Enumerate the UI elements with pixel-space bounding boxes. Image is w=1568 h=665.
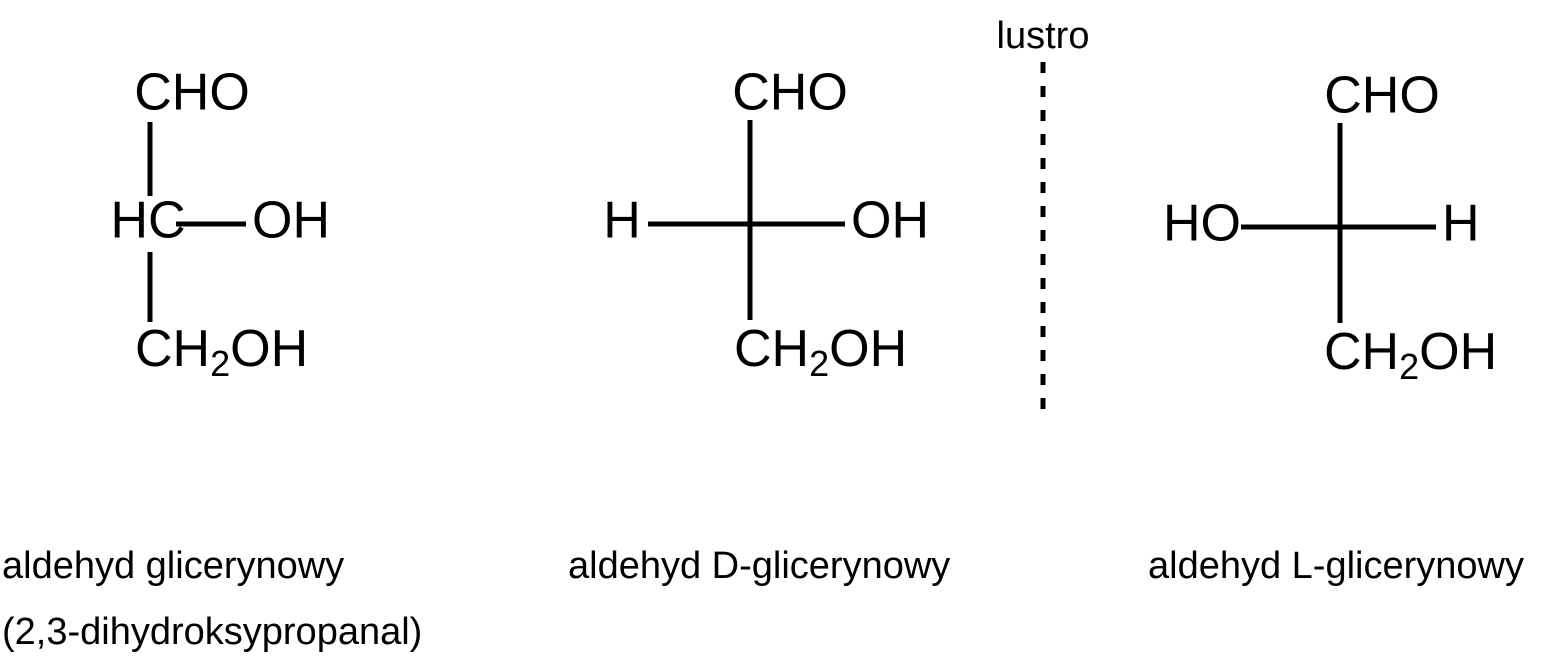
structure-glyceraldehyde-generic: CHO HC OH CH2OH — [110, 64, 330, 384]
atom-label-hc-1: HC — [110, 192, 185, 250]
structure-l-glyceraldehyde: CHO HO H CH2OH — [1163, 67, 1497, 387]
atom-label-ch2oh-3-head: CH — [1324, 323, 1399, 381]
atom-label-ch2oh-3-tail: OH — [1419, 323, 1497, 381]
mirror-label: lustro — [997, 15, 1090, 57]
atom-label-ch2oh-2-head: CH — [734, 320, 809, 378]
atom-label-h-right-3: H — [1442, 195, 1480, 253]
atom-label-ch2oh-2-subscript: 2 — [809, 343, 829, 384]
atom-label-ho-left-3: HO — [1163, 195, 1241, 253]
atom-label-ch2oh-1-subscript: 2 — [210, 343, 230, 384]
atom-label-ch2oh-2-tail: OH — [829, 320, 907, 378]
captions: aldehyd glicerynowy (2,3-dihydroksypropa… — [2, 545, 1524, 653]
atom-label-cho-1: CHO — [134, 64, 250, 122]
atom-label-ch2oh-1: CH2OH — [135, 320, 308, 384]
atom-label-cho-2: CHO — [732, 64, 848, 122]
caption-1-line-1: aldehyd glicerynowy — [2, 545, 344, 587]
atom-label-ch2oh-1-tail: OH — [230, 320, 308, 378]
caption-1-line-2: (2,3-dihydroksypropanal) — [2, 611, 422, 653]
atom-label-ch2oh-2: CH2OH — [734, 320, 907, 384]
atom-label-oh-right-2: OH — [851, 192, 929, 250]
caption-3-line-1: aldehyd L-glicerynowy — [1148, 545, 1524, 587]
atom-label-oh-1: OH — [252, 192, 330, 250]
structure-d-glyceraldehyde: CHO H OH CH2OH — [603, 64, 929, 384]
atom-label-ch2oh-3-subscript: 2 — [1399, 346, 1419, 387]
atom-label-ch2oh-1-head: CH — [135, 320, 210, 378]
atom-label-h-left-2: H — [603, 192, 641, 250]
atom-label-cho-3: CHO — [1324, 67, 1440, 125]
atom-label-ch2oh-3: CH2OH — [1324, 323, 1497, 387]
caption-2-line-1: aldehyd D-glicerynowy — [568, 545, 950, 587]
